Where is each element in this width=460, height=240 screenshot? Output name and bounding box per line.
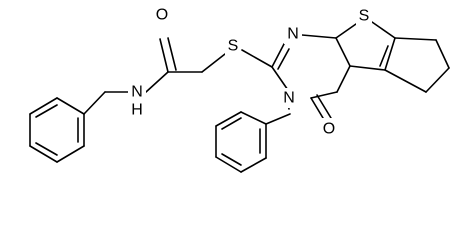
bond — [35, 142, 58, 156]
bond — [336, 65, 351, 93]
bond — [56, 97, 85, 115]
bond — [335, 37, 351, 67]
bond — [215, 156, 242, 173]
bond — [316, 94, 332, 119]
bond — [371, 21, 396, 39]
bond — [201, 53, 226, 73]
bond — [159, 38, 169, 73]
atom-O-lactam: O — [321, 118, 337, 138]
bond — [384, 37, 396, 71]
bond — [425, 67, 450, 93]
bond — [394, 37, 437, 41]
atom-layer: O N H S N S N O — [128, 4, 372, 138]
atom-S-thiophene: S — [356, 6, 372, 26]
bond — [310, 91, 338, 99]
atom-label: O — [323, 121, 335, 138]
atom-label: H — [131, 102, 143, 119]
atom-label: S — [228, 38, 239, 55]
bond — [221, 117, 242, 130]
atom-N-pyrimidine: N — [284, 24, 302, 44]
bond — [265, 113, 291, 125]
atom-label: S — [359, 8, 370, 25]
bond — [335, 23, 357, 39]
bond — [215, 111, 242, 127]
atom-label: N — [131, 84, 143, 101]
bond — [56, 145, 85, 163]
bond — [379, 45, 389, 67]
bond — [221, 153, 242, 166]
atom-label: N — [287, 26, 299, 43]
bond — [301, 34, 337, 39]
bond — [277, 48, 290, 70]
atom-S-thioether: S — [225, 36, 241, 56]
bond — [35, 104, 58, 118]
bond — [241, 49, 273, 68]
bond — [435, 39, 450, 69]
bond — [29, 145, 58, 163]
bond — [83, 91, 106, 115]
bond — [349, 65, 386, 71]
molecule-structure-diagram: O N H S N S N O — [29, 4, 450, 173]
atom-O-amide: O — [154, 4, 170, 24]
atom-N-lactam: N — [280, 88, 298, 108]
atom-label: O — [156, 7, 168, 24]
bond — [29, 97, 58, 115]
atom-label: N — [283, 90, 295, 107]
bond — [384, 69, 427, 93]
bond — [240, 111, 267, 125]
bond — [145, 71, 169, 93]
bond — [167, 37, 177, 71]
bond-layer — [29, 21, 450, 173]
bond — [271, 43, 285, 68]
bond — [240, 157, 267, 173]
atom-N-H-amide: N H — [128, 82, 146, 119]
